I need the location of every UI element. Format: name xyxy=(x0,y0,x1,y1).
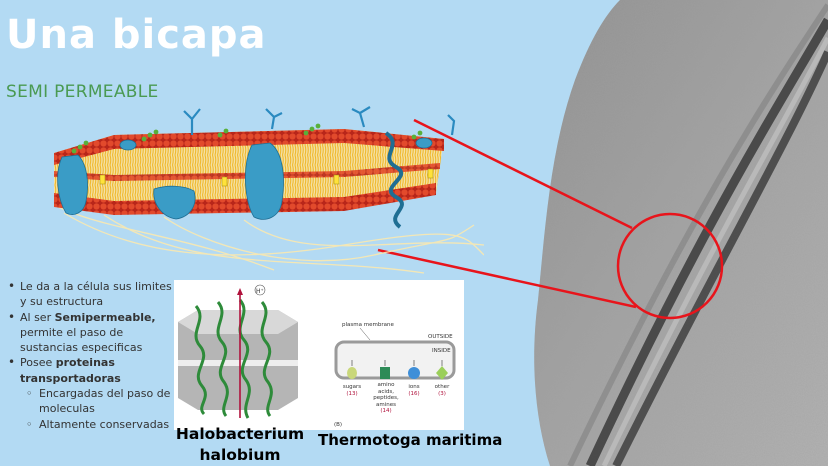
bullet-item: Al ser Semipermeable, permite el paso de… xyxy=(6,310,176,356)
other-label: other xyxy=(435,384,450,390)
sugars-count: (13) xyxy=(346,391,357,397)
amino-acids-label: amino acids, peptides, amines xyxy=(373,382,399,408)
sub-bullet-item: Encargadas del paso de moleculas xyxy=(6,386,176,417)
thermotoga-caption: Thermotoga maritima xyxy=(318,431,503,449)
ions-transporter xyxy=(408,367,420,379)
bullet-item: Le da a la célula sus limites y su estru… xyxy=(6,279,176,310)
halobacterium-caption: Halobacterium halobium xyxy=(175,425,305,464)
amino-acids-transporter xyxy=(380,367,390,379)
thermotoga-diagram: plasma membrane OUTSIDE INSIDE sugars (1… xyxy=(334,322,456,428)
membrane-micrograph xyxy=(534,0,828,466)
ions-count: (16) xyxy=(408,391,419,397)
bullet-list: Le da a la célula sus limites y su estru… xyxy=(6,279,176,432)
slide-subtitle: SEMI PERMEABLE xyxy=(6,82,159,102)
sub-bullet-item: Altamente conservadas xyxy=(6,417,176,433)
transporter-figure: H⁺ plasma membrane OUTSIDE INSIDE xyxy=(174,280,464,430)
slide-title: Una bicapa xyxy=(6,12,267,58)
other-count: (3) xyxy=(438,391,446,397)
ions-label: ions xyxy=(408,384,419,390)
inside-label: INSIDE xyxy=(432,348,451,354)
plasma-membrane-label: plasma membrane xyxy=(342,322,394,328)
other-transporter xyxy=(436,366,448,380)
halobacterium-protein-drawing: H⁺ xyxy=(178,284,298,419)
sugars-transporter xyxy=(347,367,357,379)
sugars-label: sugars xyxy=(343,384,361,390)
bullet-item: Posee proteinas transportadoras xyxy=(6,355,176,386)
bilayer-illustration xyxy=(53,106,484,274)
transporter-figure-svg: H⁺ plasma membrane OUTSIDE INSIDE xyxy=(178,284,456,428)
outside-label: OUTSIDE xyxy=(428,334,453,340)
panel-b-label: (B) xyxy=(334,422,342,428)
h-plus-label: H⁺ xyxy=(256,288,264,295)
amino-acids-count: (14) xyxy=(380,408,392,415)
